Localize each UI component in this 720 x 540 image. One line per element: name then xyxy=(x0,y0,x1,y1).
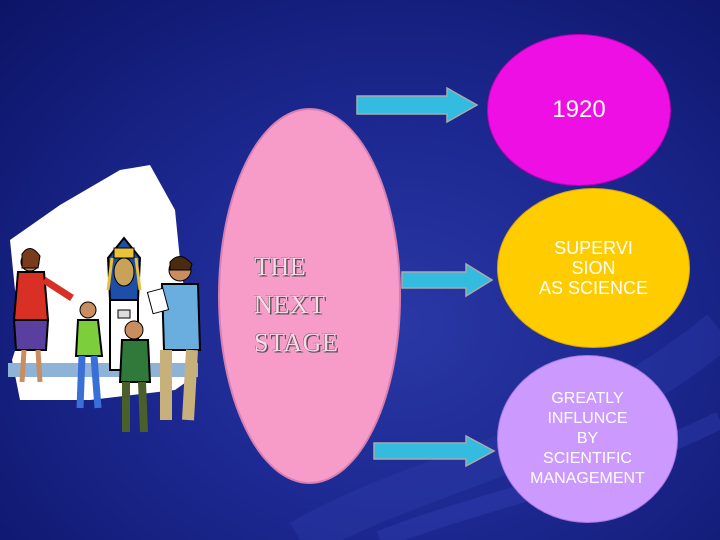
supervision-oval: SUPERVI SION AS SCIENCE xyxy=(497,188,690,348)
year-oval: 1920 xyxy=(487,34,671,186)
influence-oval: GREATLY INFLUNCE BY SCIENTIFIC MANAGEMEN… xyxy=(497,355,678,523)
museum-visitors-illustration xyxy=(8,165,202,433)
year-text: 1920 xyxy=(552,96,606,123)
stage-label-line: THE xyxy=(254,252,307,281)
stage-label-line: STAGE xyxy=(254,328,339,357)
stage-label: THE NEXT STAGE xyxy=(254,248,338,362)
arrow-to-influence-icon xyxy=(373,434,496,468)
arrow-to-year-icon xyxy=(356,86,479,124)
influence-text: GREATLY INFLUNCE BY SCIENTIFIC MANAGEMEN… xyxy=(530,390,645,487)
arrow-to-supervision-icon xyxy=(401,262,494,298)
supervision-text: SUPERVI SION AS SCIENCE xyxy=(538,238,649,298)
stage-oval xyxy=(218,108,401,484)
stage-label-line: NEXT xyxy=(254,290,326,319)
